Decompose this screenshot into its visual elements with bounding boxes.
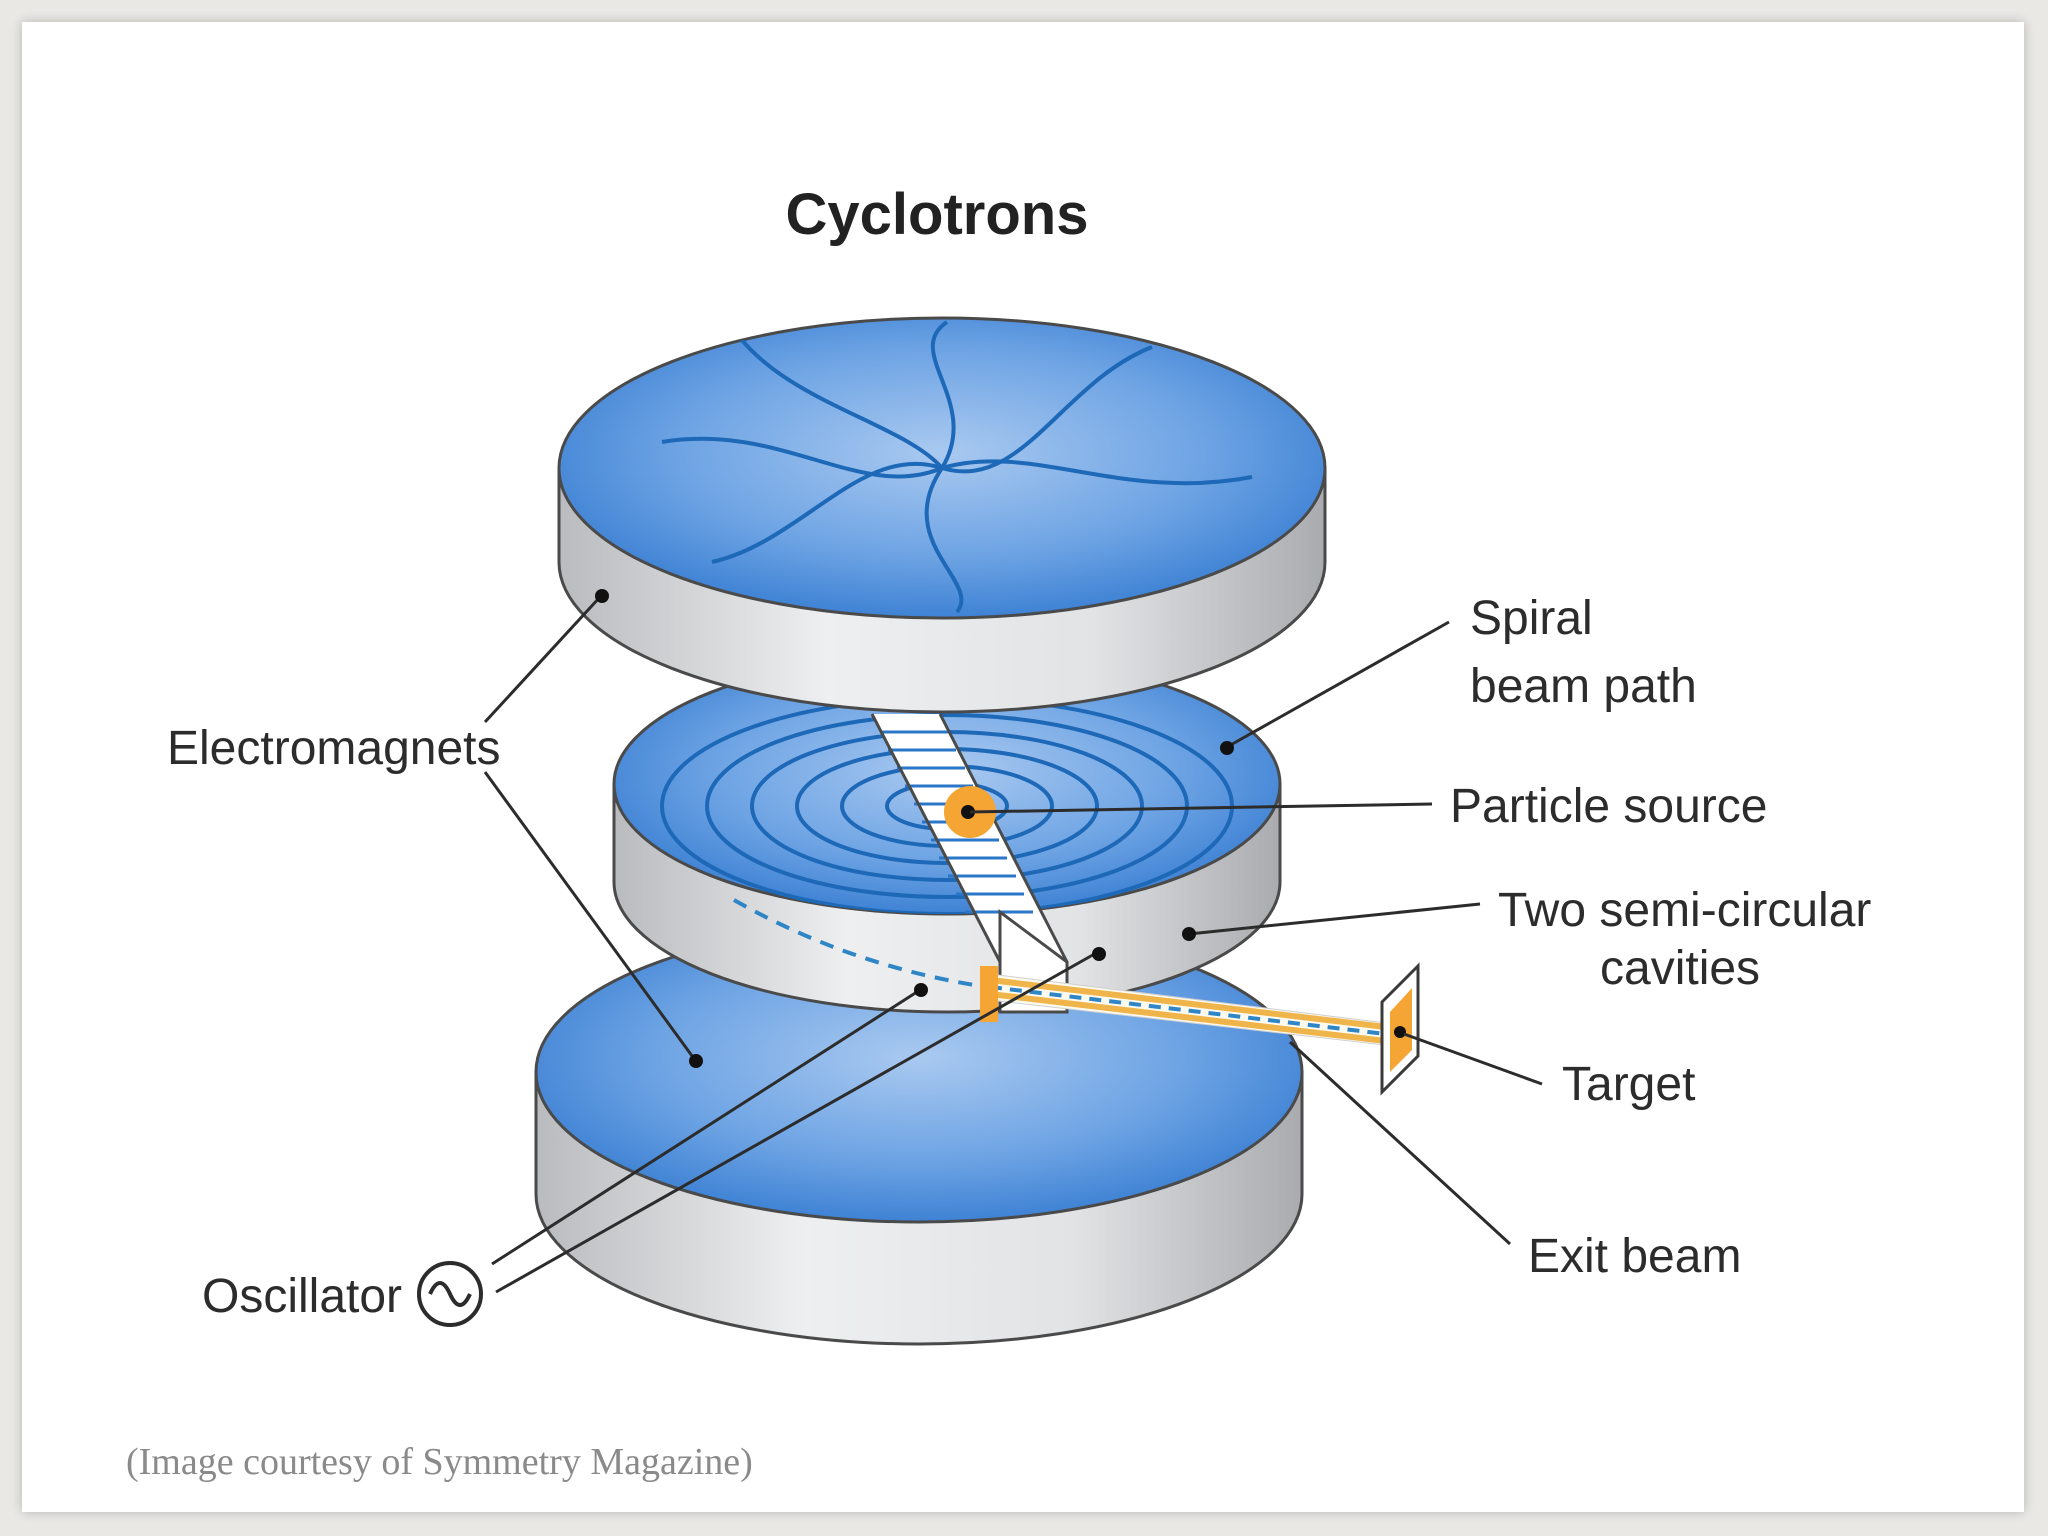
exit-beam xyxy=(980,966,1395,1047)
label-spiral-beam-path-line1: Spiral xyxy=(1470,592,1593,645)
cyclotron-diagram: Cyclotrons xyxy=(126,182,1871,1483)
label-oscillator: Oscillator xyxy=(202,1270,402,1323)
top-electromagnet xyxy=(557,316,1327,714)
label-electromagnets: Electromagnets xyxy=(167,722,501,775)
label-spiral-beam-path-line2: beam path xyxy=(1470,660,1697,713)
label-exit-beam: Exit beam xyxy=(1528,1230,1741,1283)
diagram-title: Cyclotrons xyxy=(786,182,1089,247)
image-credit-caption: (Image courtesy of Symmetry Magazine) xyxy=(126,1441,753,1483)
callout-dots xyxy=(595,589,1234,1068)
label-cavities-line2: cavities xyxy=(1600,942,1760,995)
dee-cavities xyxy=(612,652,1282,1014)
field-lines xyxy=(661,320,1253,614)
figure-frame: Cyclotrons xyxy=(22,22,2024,1512)
label-target: Target xyxy=(1562,1058,1695,1111)
sine-wave-icon xyxy=(417,1261,483,1327)
callout-lines xyxy=(483,595,1543,1294)
label-cavities-line1: Two semi-circular xyxy=(1498,884,1871,937)
target xyxy=(1380,962,1420,1096)
label-particle-source: Particle source xyxy=(1450,780,1767,833)
